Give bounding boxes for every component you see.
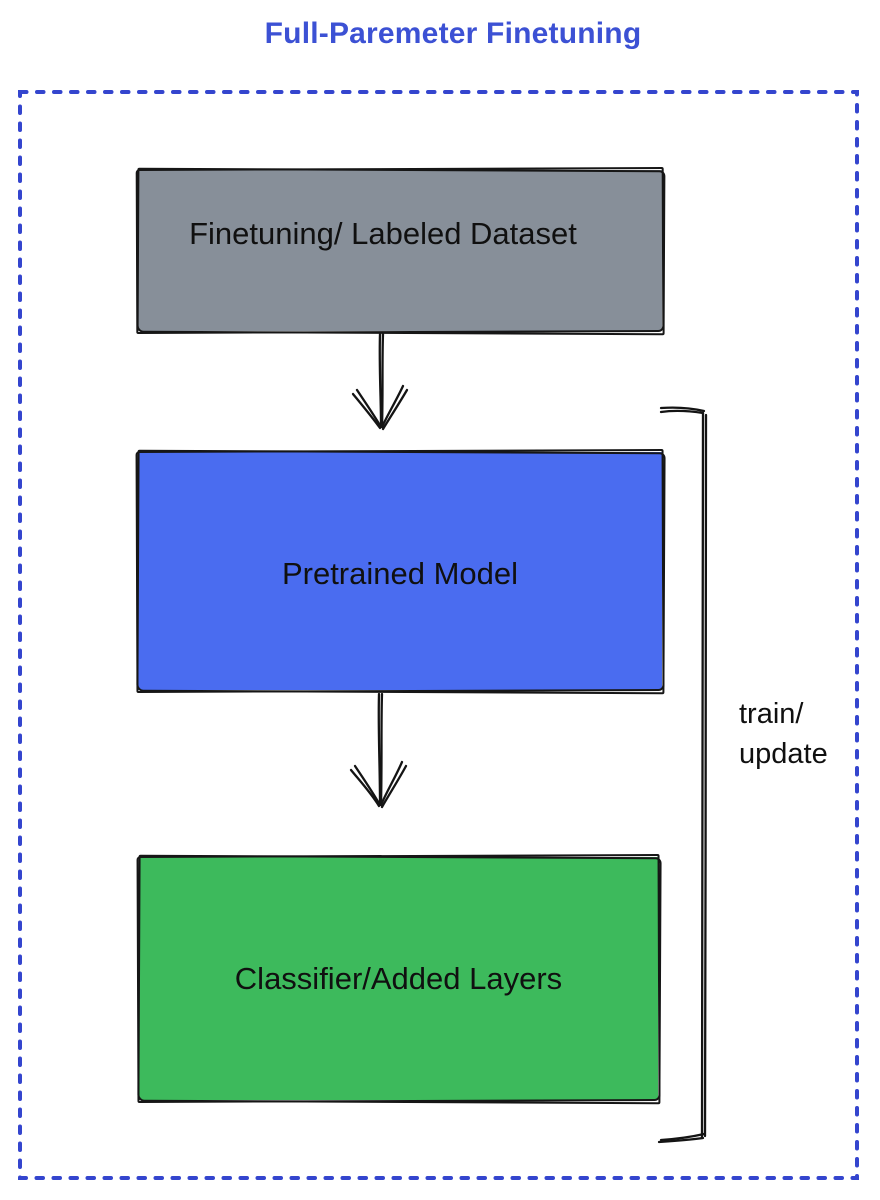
node-label-dataset: Finetuning/ Labeled Dataset	[189, 215, 577, 251]
node-label-pretrained: Pretrained Model	[281, 556, 519, 592]
arrow-pretrained-to-classifier	[349, 692, 408, 809]
node-label-classifier: Classifier/Added Layers	[234, 960, 563, 996]
node-finetuning-labeled-dataset: Finetuning/ Labeled Dataset	[135, 166, 666, 336]
bracket-label-train-update: train/ update	[739, 698, 828, 770]
diagram-title: Full-Paremeter Finetuning	[264, 17, 642, 50]
node-classifier-added-layers: Classifier/Added Layers	[136, 853, 662, 1105]
node-pretrained-model: Pretrained Model	[135, 448, 666, 695]
arrow-dataset-to-pretrained	[351, 332, 409, 431]
train-update-bracket	[657, 406, 708, 1144]
